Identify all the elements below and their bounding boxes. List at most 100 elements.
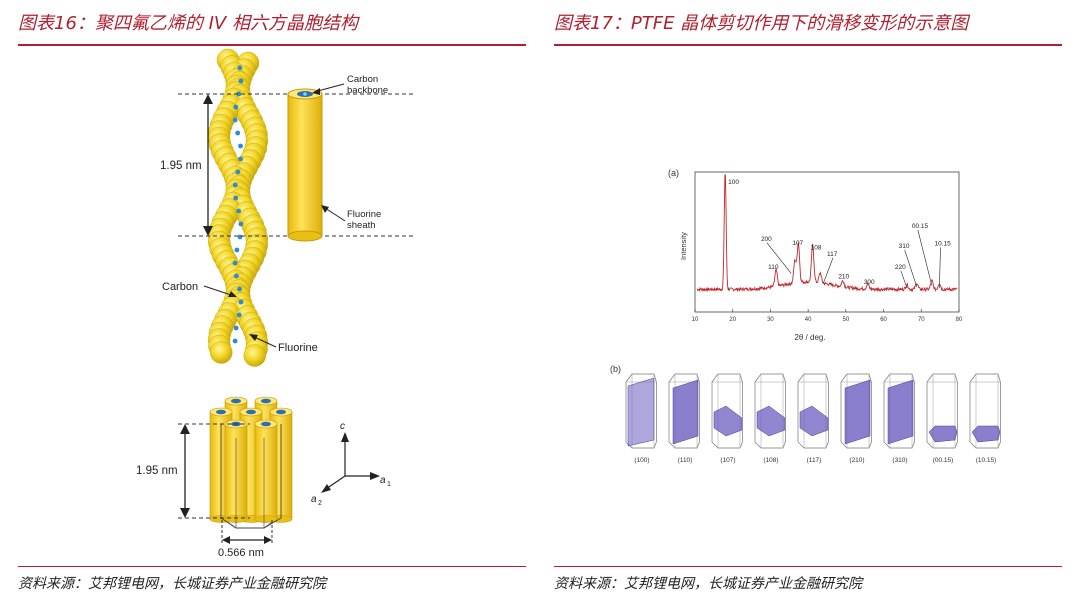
peak-pointer — [904, 249, 918, 287]
slip-plane — [799, 405, 829, 437]
peak-pointer — [917, 229, 933, 286]
crystal-plane-label: (110) — [678, 457, 693, 464]
crystal-axes: c a 1 a 2 — [311, 421, 391, 507]
carbon-atom — [232, 117, 238, 123]
carbon-atom — [237, 234, 243, 240]
slip-plane — [713, 405, 743, 437]
carbon-atom — [237, 286, 242, 292]
slip-plane — [672, 379, 699, 445]
peak-label-200: 200 — [761, 236, 772, 243]
cell-width-label: 0.566 nm — [218, 547, 264, 559]
carbon-atom — [234, 247, 240, 253]
hexagonal-unit-cell — [209, 396, 293, 529]
crystal-schematic: (117) — [797, 373, 829, 464]
slip-plane — [971, 425, 1001, 443]
slip-plane — [928, 425, 958, 443]
crystal-plane-label: (100) — [634, 457, 649, 464]
axis-c-label: c — [340, 421, 345, 432]
crystal-schematic: (100) — [625, 373, 657, 464]
axis-a2-subscript: 2 — [318, 500, 322, 507]
panel-b-label: (b) — [610, 364, 621, 374]
carbon-atom — [235, 130, 241, 136]
carbon-atom — [238, 143, 243, 149]
x-tick-label: 40 — [805, 317, 812, 323]
ptfe-helix-chain — [207, 48, 269, 367]
crystal-plane-label: (117) — [807, 457, 822, 464]
x-tick-label: 80 — [956, 317, 963, 323]
crystal-schematic: (10.15) — [969, 373, 1001, 464]
crystal-plane-label: (310) — [892, 457, 907, 464]
peak-label-310: 310 — [899, 243, 910, 250]
carbon-atom — [233, 104, 239, 110]
crystal-plane-label: (00.15) — [933, 457, 954, 464]
peak-pointer — [900, 270, 908, 289]
crystal-plane-label: (10.15) — [976, 457, 997, 464]
peak-label-117: 117 — [827, 251, 838, 258]
ptfe-structure-diagram: 1.95 nm Carbon backbone Fluorine sheath … — [136, 48, 415, 559]
carbon-atom — [238, 156, 243, 162]
slip-plane — [756, 405, 786, 437]
crystal-schematic: (310) — [883, 373, 915, 464]
fluorine-label: Fluorine — [278, 342, 318, 354]
carbon-label: Carbon — [162, 281, 198, 293]
right-source-note: 资料来源：艾邦锂电网，长城证券产业金融研究院 — [554, 576, 862, 592]
x-axis-label: 2θ / deg. — [794, 333, 825, 342]
carbon-backbone-label-2: backbone — [347, 85, 388, 96]
carbon-atom — [236, 208, 242, 214]
fluorine-atom — [210, 341, 233, 364]
carbon-atom — [235, 169, 241, 175]
peak-label-107: 107 — [792, 240, 803, 247]
slip-deformation-schematics: (b) (100) (110) (107) (108) (117) (210) (310) (… — [610, 364, 1001, 464]
crystal-plane-label: (108) — [763, 457, 778, 464]
axis-a1-subscript: 1 — [387, 481, 391, 488]
peak-label-300: 300 — [864, 279, 875, 286]
right-title-rule — [554, 44, 1062, 46]
right-source-rule — [554, 566, 1062, 567]
carbon-atom — [233, 195, 239, 201]
carbon-atom — [233, 273, 239, 279]
crystal-schematic: (110) — [668, 373, 700, 464]
carbon-atom — [232, 182, 238, 188]
y-axis-label: Intensity — [679, 232, 688, 260]
peak-label-100: 100 — [728, 179, 739, 186]
carbon-atom — [238, 78, 244, 84]
panel-a-label: (a) — [668, 168, 679, 178]
x-tick-label: 30 — [767, 317, 774, 323]
chain-cylinder — [254, 419, 278, 523]
xrd-series-line — [696, 174, 958, 293]
slip-plane — [887, 379, 914, 445]
x-tick-label: 70 — [918, 317, 925, 323]
carbon-atom — [238, 221, 244, 227]
cell-height-label: 1.95 nm — [136, 465, 178, 477]
peak-label-110: 110 — [768, 264, 779, 271]
peak-pointer — [822, 257, 834, 284]
peak-label-210: 210 — [838, 274, 849, 281]
plot-frame — [694, 171, 960, 313]
pitch-label: 1.95 nm — [160, 160, 202, 172]
crystal-plane-label: (210) — [849, 457, 864, 464]
cell-front-outline — [220, 424, 282, 529]
left-title-rule — [18, 44, 526, 46]
x-tick-label: 20 — [729, 317, 736, 323]
peak-label-220: 220 — [895, 264, 906, 271]
slip-plane — [844, 379, 871, 445]
left-source-rule — [18, 566, 526, 567]
carbon-atom — [236, 91, 242, 97]
fluorine-atom — [243, 344, 266, 367]
peak-label-10-15: 10.15 — [934, 240, 951, 247]
crystal-schematic: (107) — [711, 373, 743, 464]
crystal-plane-label: (107) — [720, 457, 735, 464]
carbon-atom — [238, 299, 244, 305]
left-figure-title: 图表16：聚四氟乙烯的 IV 相六方晶胞结构 — [18, 13, 358, 34]
carbon-atom — [232, 338, 238, 344]
carbon-atom — [232, 260, 238, 266]
x-tick-label: 60 — [880, 317, 887, 323]
fluorine-sheath-label-1: Fluorine — [347, 209, 381, 220]
left-source-note: 资料来源：艾邦锂电网，长城证券产业金融研究院 — [18, 576, 326, 592]
right-figure-title: 图表17：PTFE 晶体剪切作用下的滑移变形的示意图 — [554, 13, 969, 34]
slip-plane — [627, 377, 655, 447]
peak-pointer — [766, 242, 792, 274]
carbon-atom — [237, 65, 243, 71]
carbon-atom — [233, 325, 239, 331]
